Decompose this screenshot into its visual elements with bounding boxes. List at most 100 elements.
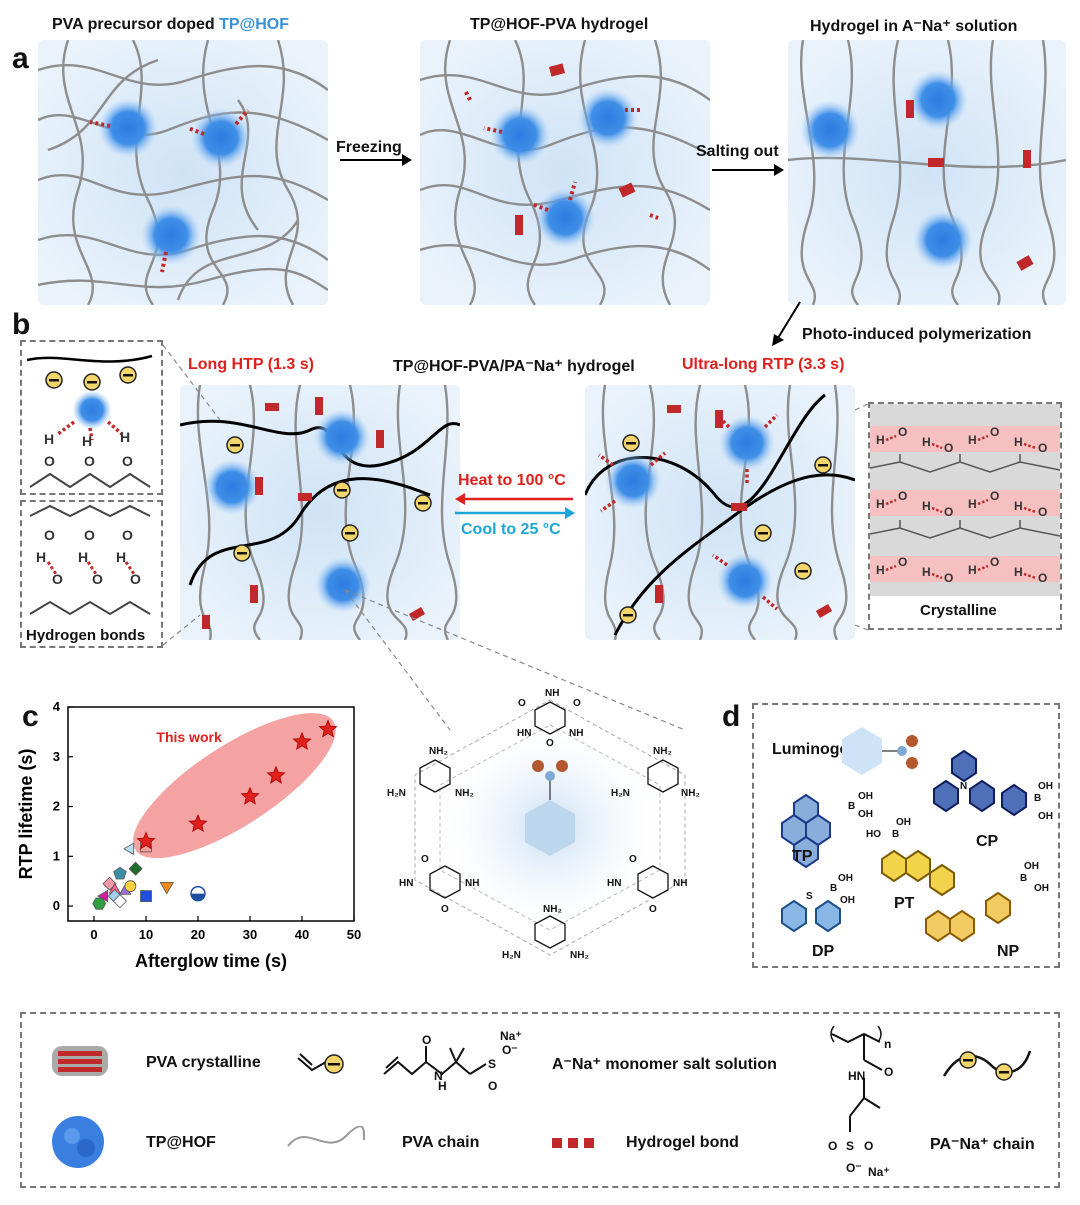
salting-out-label: Salting out xyxy=(696,143,779,160)
pa-hn-label: HN xyxy=(848,1069,865,1083)
monomer-na-label: Na⁺ xyxy=(500,1029,522,1043)
svg-text:H: H xyxy=(876,433,885,447)
panel-a-title-2: TP@HOF-PVA hydrogel xyxy=(470,16,649,33)
svg-text:O: O xyxy=(122,527,133,543)
svg-text:O: O xyxy=(1038,505,1047,519)
photo-polymerization-arrow xyxy=(772,301,801,346)
lit-point-triangle-left xyxy=(123,842,135,856)
monomer-s-label: S xyxy=(488,1057,496,1071)
svg-text:H: H xyxy=(876,497,885,511)
panel-a-network-3 xyxy=(788,40,1066,305)
y-tick-label: 3 xyxy=(53,749,60,764)
structure-label-nh-1: NH xyxy=(569,728,583,739)
salting-out-arrow xyxy=(712,164,784,176)
panel-c-letter: c xyxy=(22,700,39,733)
svg-text:H: H xyxy=(968,433,977,447)
pa-o-label-3: O xyxy=(864,1139,873,1153)
compound-pt: PT xyxy=(894,895,915,912)
freezing-label: Freezing xyxy=(336,139,402,156)
dp-s-label: S xyxy=(806,891,813,902)
title-1-highlight: TP@HOF xyxy=(219,16,289,33)
svg-text:H: H xyxy=(922,435,931,449)
legend-pva-chain: PVA chain xyxy=(402,1134,480,1151)
structure-label-nh2-6: NH₂ xyxy=(570,950,589,961)
pt-oh-label: OH xyxy=(896,817,911,828)
this-work-star xyxy=(240,786,260,805)
svg-text:H: H xyxy=(120,429,130,445)
pa-o-label: O xyxy=(884,1065,893,1079)
legend-monomer-salt: A⁻Na⁺ monomer salt solution xyxy=(552,1056,777,1073)
structure-label-hn-2: HN xyxy=(399,878,413,889)
x-tick-label: 0 xyxy=(90,927,97,942)
hydrogel-title: TP@HOF-PVA/PA⁻Na⁺ hydrogel xyxy=(393,358,635,375)
structure-label-o-7: O xyxy=(649,904,657,915)
structure-label-h2n-1: H₂N xyxy=(387,788,406,799)
y-tick-label: 4 xyxy=(53,699,61,714)
monomer-icon xyxy=(297,1053,344,1074)
compound-np: NP xyxy=(997,943,1020,960)
lit-point-triangle-left xyxy=(97,889,109,903)
svg-text:O: O xyxy=(1038,441,1047,455)
structure-label-nh2-2: NH₂ xyxy=(455,788,474,799)
cp-oh-label-2: OH xyxy=(1038,811,1053,822)
pt-ho-label: HO xyxy=(866,829,881,840)
svg-text:O: O xyxy=(990,489,999,503)
structure-label-o-3: O xyxy=(546,738,554,749)
monomer-h-label: H xyxy=(438,1079,447,1093)
monomer-structure: O H N S O O⁻ Na⁺ xyxy=(383,1029,522,1093)
svg-text:H: H xyxy=(82,433,92,449)
svg-text:O: O xyxy=(990,425,999,439)
svg-text:H: H xyxy=(1014,435,1023,449)
structure-label-h2n-2: H₂N xyxy=(611,788,630,799)
freezing-arrow xyxy=(340,154,412,166)
structure-label-h2n-3: H₂N xyxy=(502,950,521,961)
pa-ominus-label: O⁻ xyxy=(846,1161,862,1175)
compound-tp: TP xyxy=(792,848,813,865)
monomer-o-label: O xyxy=(422,1033,431,1047)
np-b-label: B xyxy=(1020,873,1027,884)
svg-text:O: O xyxy=(122,453,133,469)
y-tick-label: 0 xyxy=(53,898,60,913)
legend-pa-chain: PA⁻Na⁺ chain xyxy=(930,1136,1035,1153)
long-htp-title: Long HTP (1.3 s) xyxy=(188,356,314,373)
svg-text:H: H xyxy=(922,565,931,579)
tp-b-label: B xyxy=(848,801,855,812)
structure-label-nh2-4: NH₂ xyxy=(681,788,700,799)
svg-text:O: O xyxy=(92,571,103,587)
hof-structure-diagram: NH O O HN NH O NH₂ H₂N NH₂ NH₂ H₂N NH₂ O… xyxy=(387,688,700,961)
x-tick-label: 20 xyxy=(191,927,205,942)
heat-arrow xyxy=(455,493,573,505)
legend-box: PVA crystalline O H N S O O⁻ Na⁺ A⁻Na⁺ m… xyxy=(20,1012,1060,1188)
heat-label: Heat to 100 °C xyxy=(458,472,566,489)
cp-n-label: N xyxy=(960,781,967,792)
svg-text:O: O xyxy=(898,555,907,569)
cool-label: Cool to 25 °C xyxy=(461,521,561,538)
this-work-star xyxy=(266,765,286,784)
svg-text:H: H xyxy=(968,497,977,511)
monomer-n-label: N xyxy=(434,1069,443,1083)
svg-text:O: O xyxy=(52,571,63,587)
panel-a-letter: a xyxy=(12,42,29,75)
pa-o-label-2: O xyxy=(828,1139,837,1153)
svg-text:H: H xyxy=(876,563,885,577)
svg-text:O: O xyxy=(84,453,95,469)
lit-point-diamond xyxy=(128,861,143,876)
x-tick-label: 40 xyxy=(295,927,309,942)
panel-a-network-1 xyxy=(38,40,328,305)
x-tick-label: 50 xyxy=(347,927,361,942)
svg-text:O: O xyxy=(944,505,953,519)
svg-text:H: H xyxy=(36,549,46,565)
lit-point-half-circle-fill xyxy=(191,893,205,901)
svg-text:H: H xyxy=(116,549,126,565)
crystalline-label: Crystalline xyxy=(920,602,997,619)
panel-a-title-1: PVA precursor doped TP@HOF xyxy=(52,16,289,34)
this-work-star xyxy=(318,719,338,738)
monomer-ominus-label: O⁻ xyxy=(502,1043,518,1057)
luminogens-box: Luminogens： xyxy=(752,703,1060,968)
cp-b-label: B xyxy=(1034,793,1041,804)
tp-hof-icon xyxy=(52,1116,104,1168)
lit-point-square xyxy=(140,890,152,903)
